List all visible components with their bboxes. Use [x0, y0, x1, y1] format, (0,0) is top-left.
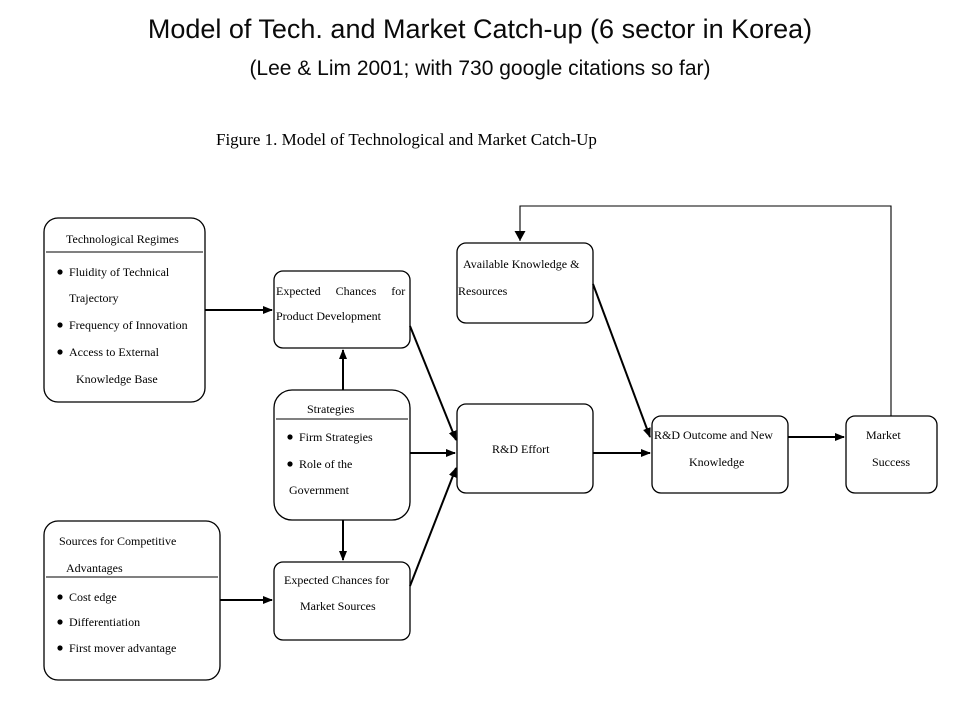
- strategies-heading: Strategies: [307, 402, 355, 416]
- arrow-market-to-rd-effort: [409, 467, 457, 587]
- strategies-item: Firm Strategies: [299, 430, 373, 444]
- tech-regimes-heading: Technological Regimes: [66, 232, 179, 246]
- sources-item: Differentiation: [69, 615, 140, 629]
- tech-regimes-item: Trajectory: [69, 291, 119, 305]
- sources-heading: Sources for Competitive: [59, 534, 176, 548]
- bullet-icon: [57, 619, 63, 625]
- strategies-box: Strategies Firm Strategies Role of the G…: [273, 389, 411, 521]
- market-success-box: Market Success: [845, 415, 938, 494]
- available-knowledge-box: Available Knowledge & Resources: [456, 242, 594, 324]
- page-title: Model of Tech. and Market Catch-up (6 se…: [147, 14, 813, 44]
- arrow-product-to-rd-effort: [409, 325, 457, 441]
- chances-market-label: Market Sources: [300, 599, 376, 613]
- chances-market-box: Expected Chances for Market Sources: [273, 561, 411, 641]
- market-success-label: Success: [872, 455, 910, 469]
- available-knowledge-label: Resources: [458, 284, 508, 298]
- page-subtitle: (Lee & Lim 2001; with 730 google citatio…: [249, 57, 711, 80]
- chances-market-label: Expected Chances for: [284, 573, 389, 587]
- rd-outcome-label: R&D Outcome and New: [654, 428, 773, 442]
- chances-product-label: Product Development: [276, 309, 382, 323]
- tech-regimes-item: Access to External: [69, 345, 160, 359]
- strategies-item: Role of the: [299, 457, 352, 471]
- strategies-item: Government: [289, 483, 350, 497]
- rd-effort-box: R&D Effort: [456, 403, 594, 494]
- sources-heading: Advantages: [66, 561, 123, 575]
- tech-regimes-box: Technological Regimes Fluidity of Techni…: [43, 217, 206, 403]
- market-success-label: Market: [866, 428, 901, 442]
- feedback-loop-line: [519, 205, 892, 416]
- arrow-knowledge-to-outcome: [592, 283, 651, 438]
- chances-product-box: Expected Chances for Product Development: [273, 270, 411, 349]
- bullet-icon: [57, 594, 63, 600]
- figure-caption: Figure 1. Model of Technological and Mar…: [216, 130, 597, 149]
- bullet-icon: [57, 322, 63, 328]
- sources-item: First mover advantage: [69, 641, 176, 655]
- rd-effort-label: R&D Effort: [492, 442, 550, 456]
- chances-product-label: Expected Chances for: [276, 284, 405, 298]
- bullet-icon: [287, 461, 293, 467]
- tech-regimes-item: Knowledge Base: [76, 372, 158, 386]
- available-knowledge-label: Available Knowledge &: [463, 257, 580, 271]
- bullet-icon: [57, 269, 63, 275]
- bullet-icon: [57, 349, 63, 355]
- bullet-icon: [57, 645, 63, 651]
- sources-item: Cost edge: [69, 590, 117, 604]
- rd-outcome-label: Knowledge: [689, 455, 744, 469]
- tech-regimes-item: Fluidity of Technical: [69, 265, 170, 279]
- feedback-arrow-head: [514, 231, 526, 241]
- bullet-icon: [287, 434, 293, 440]
- sources-box: Sources for Competitive Advantages Cost …: [43, 520, 221, 681]
- rd-outcome-box: R&D Outcome and New Knowledge: [651, 415, 789, 494]
- tech-regimes-item: Frequency of Innovation: [69, 318, 188, 332]
